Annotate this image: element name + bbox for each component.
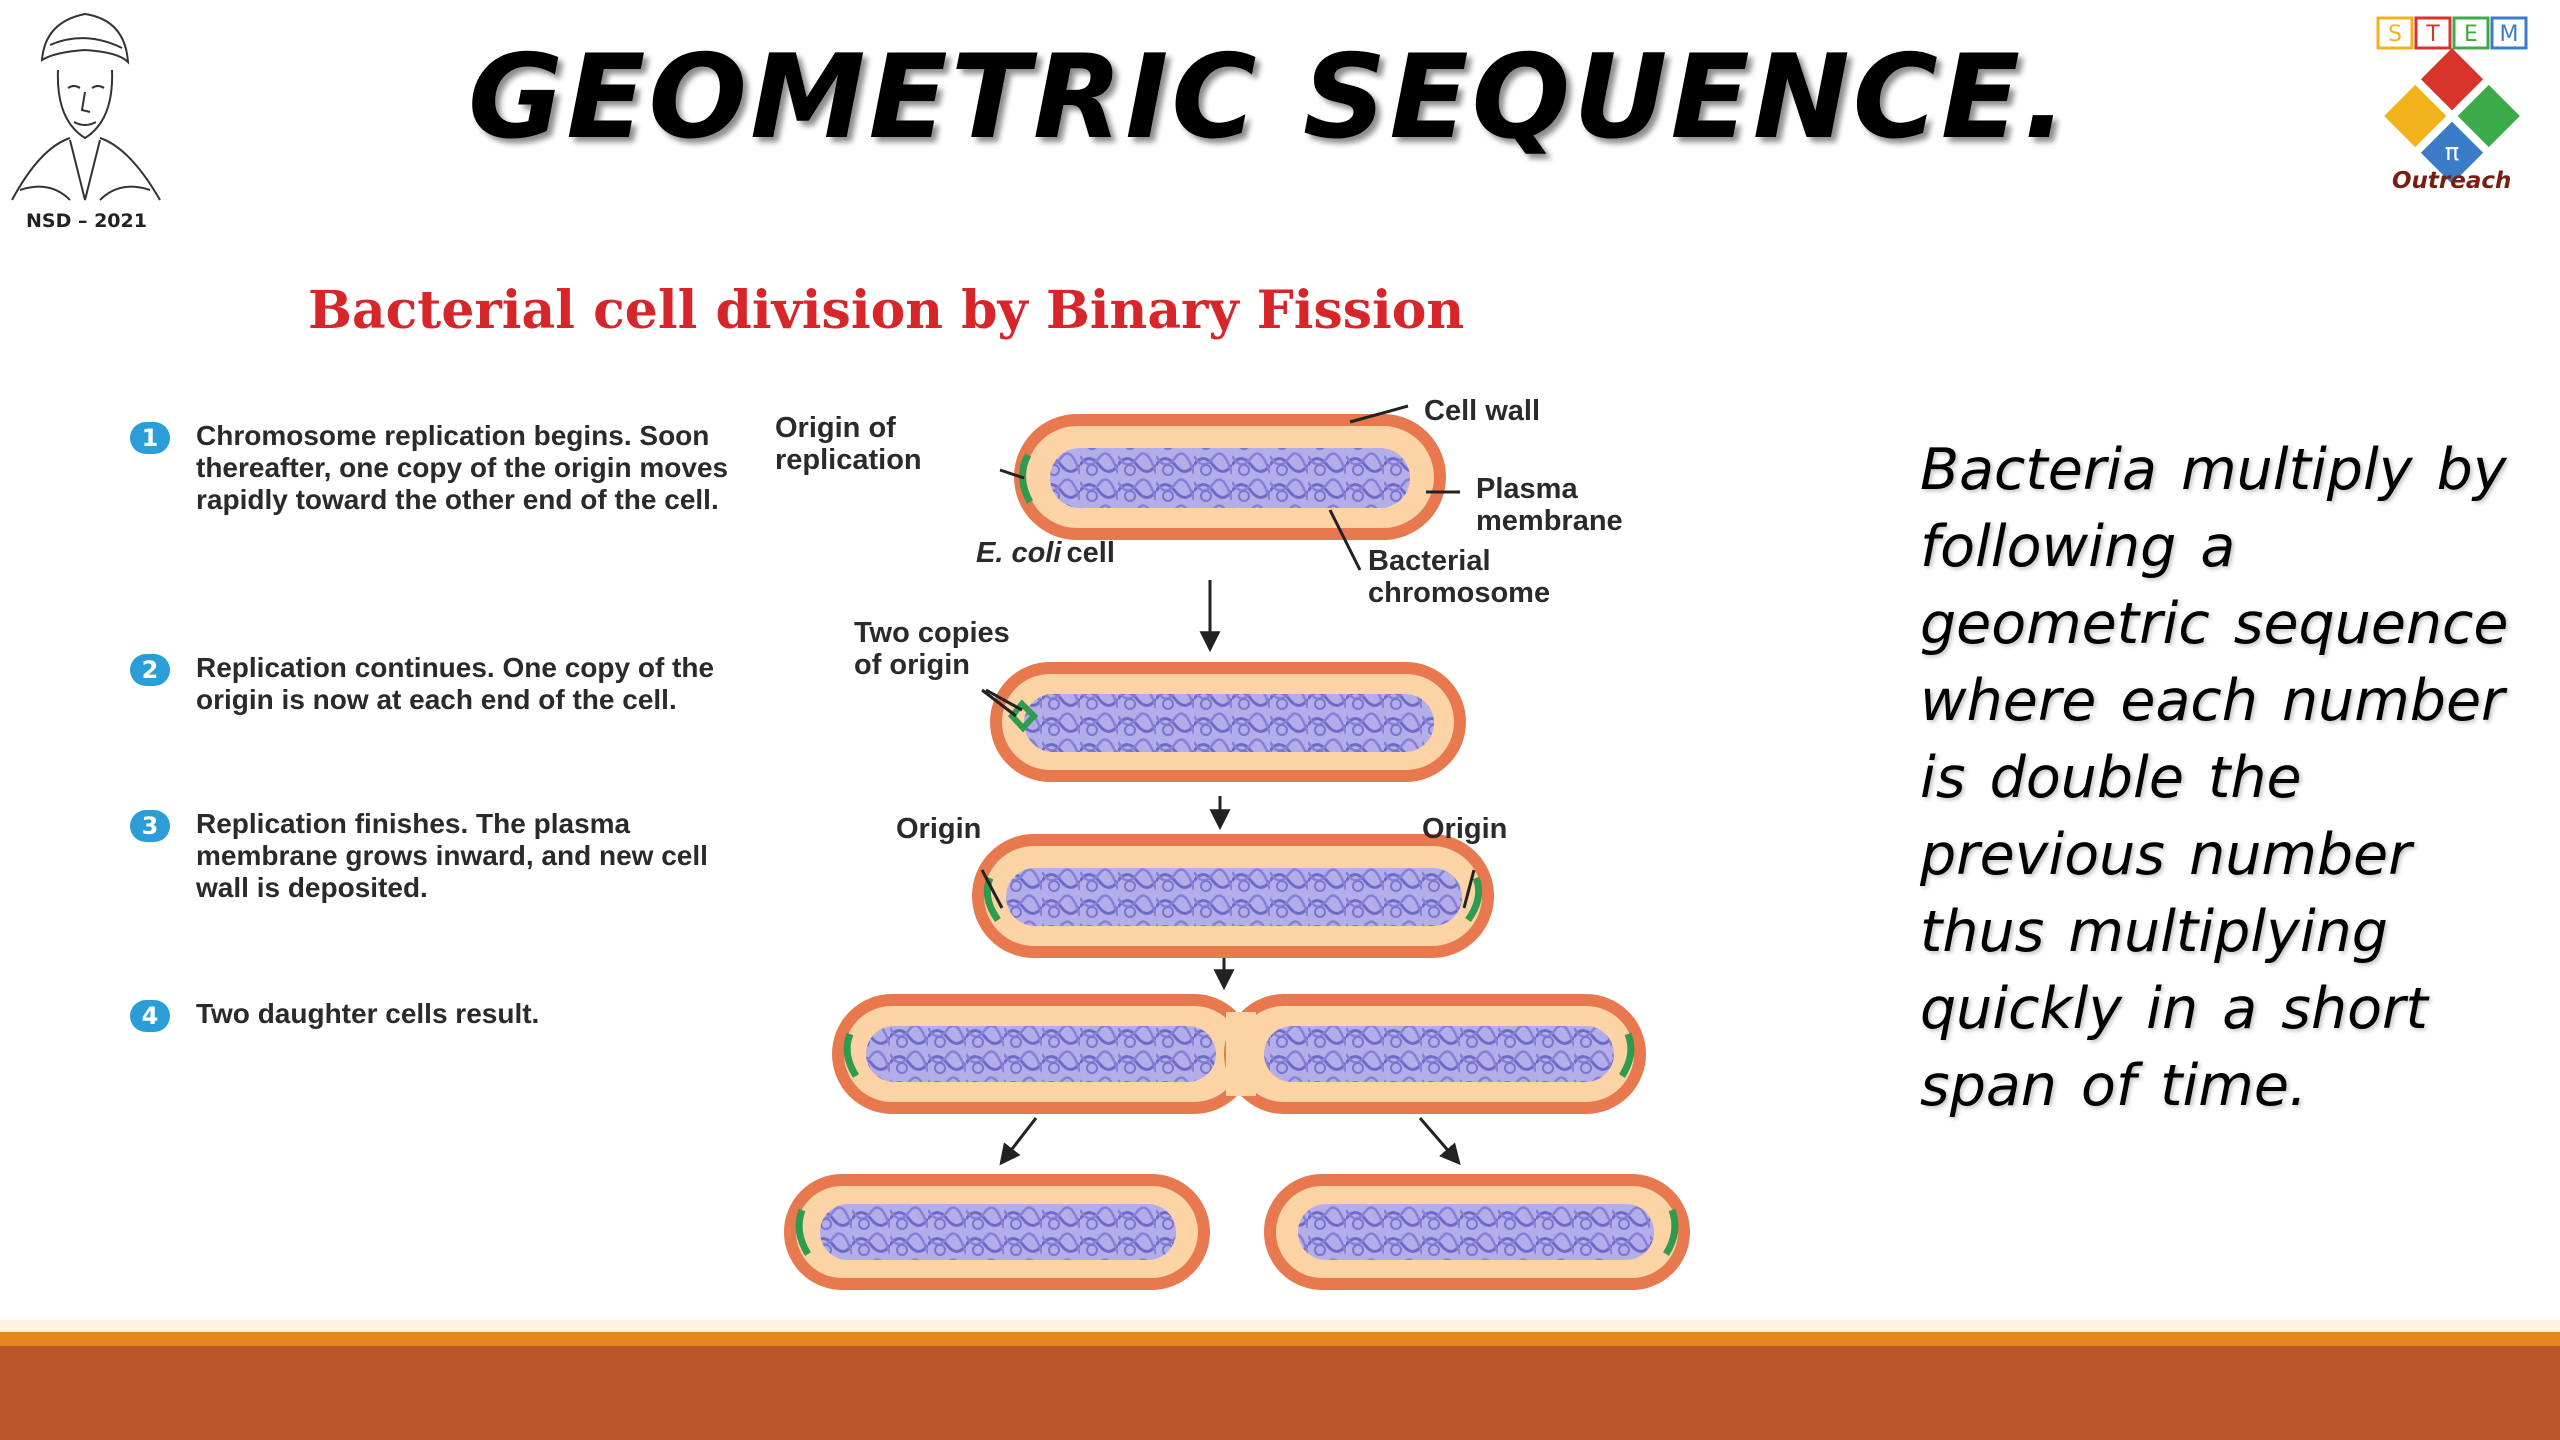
stem-outreach-logo: S T E M π	[2376, 16, 2528, 184]
ecoli-cell-2	[990, 662, 1466, 782]
logo-letter-m: M	[2500, 22, 2519, 47]
step-text: Two daughter cells result.	[196, 998, 540, 1029]
ecoli-cell-3	[972, 834, 1494, 958]
figure-title: Bacterial cell division by Binary Fissio…	[308, 280, 1465, 341]
label-plasma-membrane: Plasma membrane	[1476, 473, 1623, 537]
label-two-copies-of-origin: Two copies of origin	[854, 617, 1018, 681]
label-origin-left: Origin	[896, 813, 981, 845]
daughter-cell-left	[784, 1174, 1210, 1290]
arrow-right-daughter	[1418, 1117, 1461, 1166]
portrait-sketch	[11, 12, 161, 201]
logo-caption: Outreach	[2392, 168, 2512, 194]
step-text: Replication finishes. The plasma membran…	[196, 808, 708, 903]
step-text: Replication continues. One copy of the o…	[196, 652, 715, 715]
svg-text:π: π	[2445, 138, 2459, 166]
daughter-cell-right	[1264, 1174, 1690, 1290]
step-badge: 3	[130, 810, 170, 842]
logo-letter-s: S	[2388, 22, 2402, 47]
label-ecoli-cell: E. coli cell	[976, 537, 1115, 569]
step-badge: 1	[130, 422, 170, 454]
label-bacterial-chromosome: Bacterial chromosome	[1368, 545, 1550, 609]
binary-fission-figure: Origin of replication Cell wall Plasma m…	[130, 270, 1720, 1300]
footer-band-orange	[0, 1332, 2560, 1346]
arrow-left-daughter	[999, 1117, 1038, 1166]
binary-fission-diagram: Origin of replication Cell wall Plasma m…	[775, 395, 1690, 1290]
portrait-caption: NSD – 2021	[26, 210, 147, 232]
label-cell-wall: Cell wall	[1424, 395, 1540, 427]
step-text: Chromosome replication begins. Soon ther…	[196, 420, 729, 515]
label-origin-right: Origin	[1422, 813, 1507, 845]
logo-letter-e: E	[2464, 22, 2478, 47]
label-origin-of-replication: Origin of replication	[775, 412, 922, 476]
ecoli-cell-dividing	[832, 994, 1646, 1114]
step-badge: 2	[130, 654, 170, 686]
footer-band-light	[0, 1320, 2560, 1332]
step-badge: 4	[130, 1000, 170, 1032]
explanation-text: Bacteria multiply by following a geometr…	[1920, 437, 2509, 1119]
slide-title: GEOMETRIC SEQUENCE.	[468, 30, 2071, 165]
ecoli-cell-1	[1014, 414, 1446, 540]
logo-letter-t: T	[2425, 22, 2440, 47]
footer-band	[0, 1346, 2560, 1440]
